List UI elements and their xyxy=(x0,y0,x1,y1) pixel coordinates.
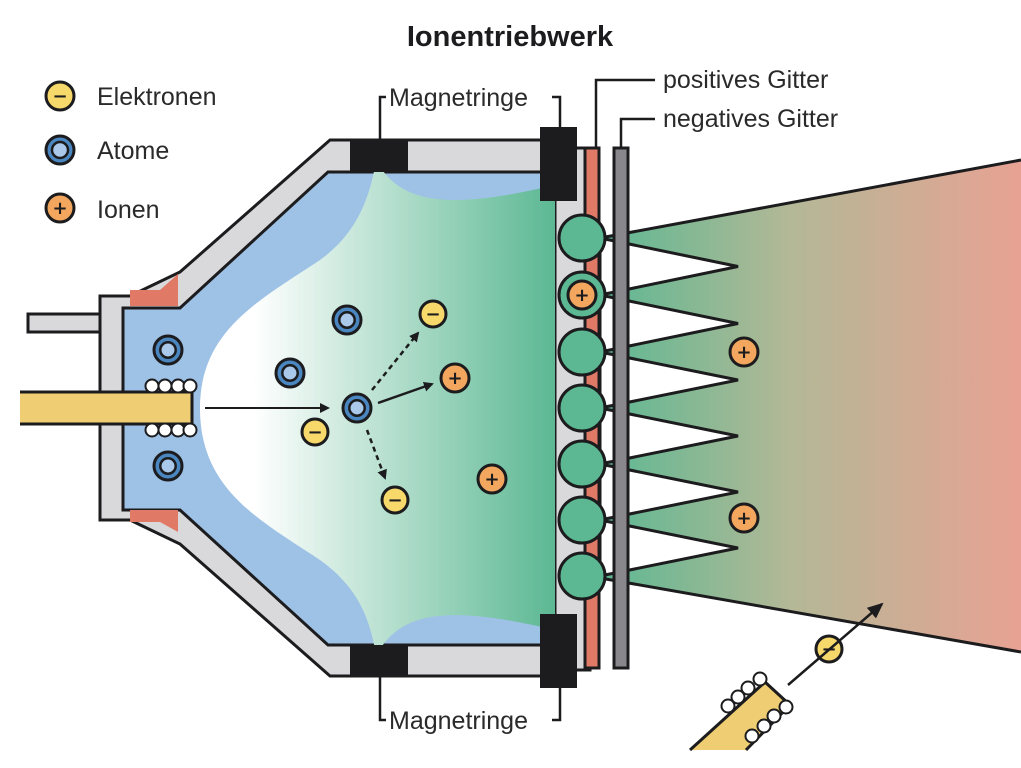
electron-particle: − xyxy=(380,485,410,515)
legend-label-atoms: Atome xyxy=(97,137,169,165)
negative-grid xyxy=(612,146,630,670)
coil-loop xyxy=(744,728,760,744)
label-magnet-top: Magnetringe xyxy=(378,84,562,140)
neutralizer xyxy=(688,602,884,752)
label-magnet-bottom: Magnetringe xyxy=(378,677,562,735)
coil-loop xyxy=(752,671,768,687)
insulator-top xyxy=(130,274,178,296)
atom-particle xyxy=(274,357,306,389)
label-magnetringe-top: Magnetringe xyxy=(389,84,528,112)
coil-loop xyxy=(720,698,736,714)
legend-item-atoms: Atome xyxy=(44,134,169,166)
ion-symbol: + xyxy=(574,285,589,306)
electron-icon xyxy=(380,485,410,515)
ion-particle: + xyxy=(439,362,471,394)
magnet-ring-top-right xyxy=(540,127,577,201)
cathode-coil xyxy=(144,378,198,438)
neutralizer-coil xyxy=(720,671,794,744)
electron-release-arrow-up xyxy=(371,331,420,391)
grid-aperture xyxy=(557,327,607,377)
legend: − Elektronen Atome + Ionen xyxy=(44,80,217,224)
electron-particle: − xyxy=(418,299,448,329)
label-positives-gitter: positives Gitter xyxy=(663,66,828,94)
leader-line xyxy=(552,95,562,127)
ion-beam-exhaust xyxy=(600,160,1021,652)
electron-icon xyxy=(300,417,330,447)
atom-particle xyxy=(152,334,184,366)
atom-particle xyxy=(341,392,373,424)
label-negatives-gitter: negatives Gitter xyxy=(663,105,838,133)
grid-aperture xyxy=(557,495,607,545)
electron-symbol: − xyxy=(52,86,67,107)
leader-line xyxy=(378,95,386,140)
cathode-rod xyxy=(20,392,192,424)
ion-icon xyxy=(566,279,598,311)
ion-particle: + xyxy=(476,463,508,495)
grid-aperture xyxy=(557,213,607,263)
ion-icon xyxy=(44,192,76,224)
coil-loop xyxy=(182,378,198,394)
ion-icon xyxy=(728,502,760,534)
diagram-title: Ionentriebwerk xyxy=(407,21,614,53)
electron-symbol: − xyxy=(425,304,440,325)
legend-item-electrons: − Elektronen xyxy=(44,80,217,112)
magnet-ring-top-left xyxy=(350,140,408,172)
electron-icon xyxy=(44,80,76,112)
atom-core xyxy=(50,140,70,160)
atom-particle xyxy=(331,304,363,336)
ion-particle: + xyxy=(566,279,598,311)
grid-aperture xyxy=(557,439,607,489)
beam-edge-top xyxy=(599,158,1021,240)
label-negative-grid: negatives Gitter xyxy=(619,105,838,148)
magnet-ring-bottom-right xyxy=(540,614,577,688)
neutralizer-electron-arrow xyxy=(787,602,884,686)
coil-loop xyxy=(778,699,794,715)
leader-line xyxy=(594,78,655,148)
grid-apertures: + xyxy=(557,213,607,601)
label-positive-grid: positives Gitter xyxy=(594,66,828,148)
electron-particle: − xyxy=(300,417,330,447)
beam-edge-bottom xyxy=(599,576,1021,654)
coil-loop xyxy=(766,708,782,724)
electron-symbol: − xyxy=(387,490,402,511)
label-magnetringe-bottom: Magnetringe xyxy=(389,707,528,735)
ion-symbol: + xyxy=(736,508,751,529)
legend-label-electrons: Elektronen xyxy=(97,83,217,111)
plasma-region xyxy=(200,160,555,656)
coil-loop xyxy=(157,378,173,394)
ion-icon xyxy=(476,463,508,495)
coil-loop xyxy=(144,378,160,394)
coil-loop xyxy=(740,680,756,696)
ion-symbol: + xyxy=(52,198,67,219)
coil-loop xyxy=(182,422,198,438)
atom-particle xyxy=(152,450,184,482)
ion-icon xyxy=(728,336,760,368)
leader-line xyxy=(619,117,655,148)
ion-symbol: + xyxy=(484,469,499,490)
ion-icon xyxy=(439,362,471,394)
legend-item-ions: + Ionen xyxy=(44,192,160,224)
coil-loop xyxy=(144,422,160,438)
ion-symbol: + xyxy=(447,368,462,389)
electron-icon xyxy=(418,299,448,329)
gas-inlet-pipe xyxy=(26,312,102,334)
coil-loop xyxy=(157,422,173,438)
ion-particle: + xyxy=(728,502,760,534)
insulator-bottom xyxy=(130,510,178,532)
neutralizer-rod xyxy=(690,682,790,750)
grid-aperture xyxy=(557,383,607,433)
legend-label-ions: Ionen xyxy=(97,196,160,224)
ion-path-arrow xyxy=(377,381,434,405)
magnet-ring-bottom-left xyxy=(350,645,408,677)
electron-symbol: − xyxy=(307,422,322,443)
grid-aperture xyxy=(557,551,607,601)
coil-loop xyxy=(730,689,746,705)
leader-line xyxy=(378,677,386,722)
leader-line xyxy=(552,688,562,722)
insulator-top-base xyxy=(130,296,178,306)
ion-particle: + xyxy=(728,336,760,368)
ion-symbol: + xyxy=(736,342,751,363)
coil-loop xyxy=(756,718,772,734)
